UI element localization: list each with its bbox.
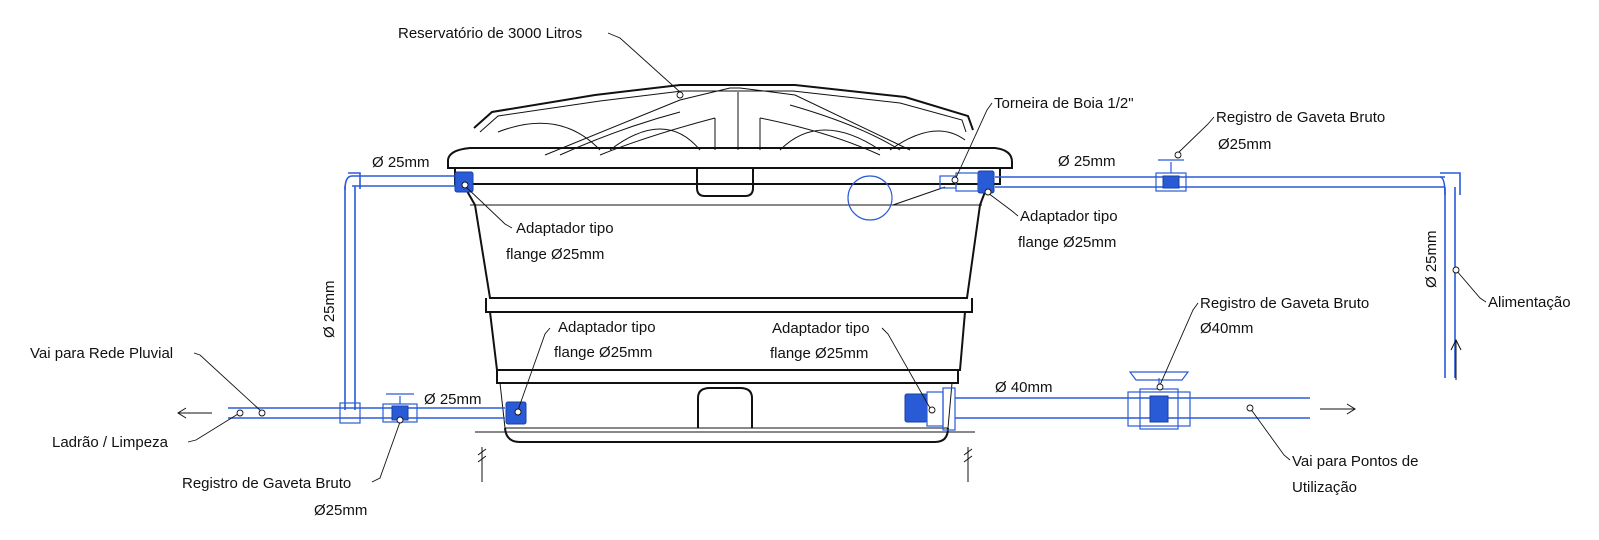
label-adapter-top-left-1: Adaptador tipo: [516, 220, 614, 237]
label-gate-valve-40-1: Registro de Gaveta Bruto: [1200, 295, 1369, 312]
pipe-network: [228, 172, 1461, 424]
label-adapter-top-right-2: flange Ø25mm: [1018, 234, 1116, 251]
label-supply-pipe-diameter: Ø 25mm: [1058, 153, 1116, 170]
gate-valve-40mm: [1127, 371, 1191, 430]
label-supply: Alimentação: [1488, 294, 1571, 311]
label-bottom-left-pipe-diameter: Ø 25mm: [424, 391, 482, 408]
gate-valve-bottom-left: [382, 393, 418, 423]
label-adapter-bottom-left-1: Adaptador tipo: [558, 319, 656, 336]
label-left-top-pipe-diameter: Ø 25mm: [372, 154, 430, 171]
label-to-usage-1: Vai para Pontos de: [1292, 453, 1418, 470]
label-adapter-top-right-1: Adaptador tipo: [1020, 208, 1118, 225]
label-gate-valve-top-1: Registro de Gaveta Bruto: [1216, 109, 1385, 126]
label-adapter-bottom-right-2: flange Ø25mm: [770, 345, 868, 362]
leader-lines: [187, 32, 1487, 483]
label-overflow: Ladrão / Limpeza: [52, 434, 169, 451]
label-to-storm: Vai para Rede Pluvial: [30, 345, 173, 362]
reservoir-tank: [447, 84, 1013, 482]
label-to-usage-2: Utilização: [1292, 479, 1357, 496]
label-gate-valve-bottom-1: Registro de Gaveta Bruto: [182, 475, 351, 492]
flow-arrows: [177, 338, 1462, 419]
label-adapter-bottom-left-2: flange Ø25mm: [554, 344, 652, 361]
fittings: [454, 170, 995, 431]
label-right-vertical-pipe-diameter: Ø 25mm: [1423, 230, 1440, 288]
label-gate-valve-bottom-2: Ø25mm: [314, 502, 367, 519]
label-float-tap: Torneira de Boia 1/2": [994, 95, 1134, 112]
label-adapter-bottom-right-1: Adaptador tipo: [772, 320, 870, 337]
label-left-vertical-pipe-diameter: Ø 25mm: [321, 280, 338, 338]
label-gate-valve-top-2: Ø25mm: [1218, 136, 1271, 153]
label-outlet-pipe-diameter: Ø 40mm: [995, 379, 1053, 396]
label-adapter-top-left-2: flange Ø25mm: [506, 246, 604, 263]
label-gate-valve-40-2: Ø40mm: [1200, 320, 1253, 337]
label-reservoir: Reservatório de 3000 Litros: [398, 25, 582, 42]
gate-valve-top: [1155, 159, 1187, 192]
